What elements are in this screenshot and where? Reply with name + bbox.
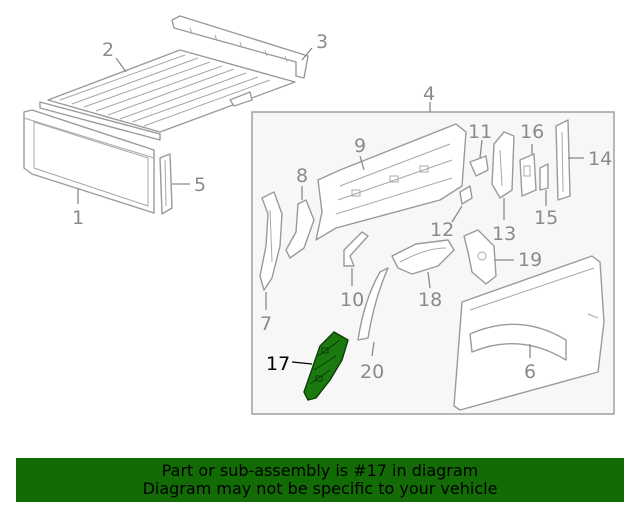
callout-1: 1 xyxy=(72,207,84,229)
front-sill-part xyxy=(171,15,309,79)
callout-7: 7 xyxy=(260,313,272,335)
banner-line-part-info: Part or sub-assembly is #17 in diagram xyxy=(161,461,479,480)
small-plate-part xyxy=(469,155,489,177)
callout-10: 10 xyxy=(340,289,364,311)
stake-bracket-part xyxy=(463,229,497,285)
bed-floor-part xyxy=(39,49,296,141)
info-banner: Part or sub-assembly is #17 in diagram D… xyxy=(16,458,624,502)
callout-4: 4 xyxy=(423,83,435,105)
wheelhouse-part xyxy=(391,239,455,275)
callout-18: 18 xyxy=(418,289,442,311)
leader-lines xyxy=(77,47,584,365)
banner-line-disclaimer: Diagram may not be specific to your vehi… xyxy=(142,479,498,498)
clip-part xyxy=(539,163,549,191)
callout-15: 15 xyxy=(534,207,558,229)
bracket-part xyxy=(343,231,369,267)
callout-19: 19 xyxy=(518,249,542,271)
outer-side-panel-part xyxy=(453,255,605,411)
pillar-part xyxy=(285,199,315,259)
callout-17: 17 xyxy=(266,353,290,375)
callout-20: 20 xyxy=(360,361,384,383)
callout-13: 13 xyxy=(492,223,516,245)
corner-strip-part xyxy=(159,153,173,215)
callout-2: 2 xyxy=(102,39,114,61)
front-corner-post-part xyxy=(259,191,283,291)
rear-post-inner-part xyxy=(491,131,515,199)
callout-12: 12 xyxy=(430,219,454,241)
parts-diagram: 1 2 3 4 5 6 7 8 9 10 11 12 13 14 15 16 1… xyxy=(23,15,615,415)
wheel-arch-part xyxy=(357,267,389,341)
highlighted-part-17[interactable] xyxy=(303,331,349,401)
callout-8: 8 xyxy=(296,165,308,187)
callout-3: 3 xyxy=(316,31,328,53)
small-block-part xyxy=(459,185,473,205)
rear-post-outer-part xyxy=(555,119,571,201)
callout-9: 9 xyxy=(354,135,366,157)
latch-bracket-part xyxy=(519,153,537,197)
callout-16: 16 xyxy=(520,121,544,143)
callout-14: 14 xyxy=(588,148,612,170)
front-panel-part xyxy=(23,109,155,214)
callout-11: 11 xyxy=(468,121,492,143)
callout-6: 6 xyxy=(524,361,536,383)
callout-5: 5 xyxy=(194,174,206,196)
inner-side-panel-part xyxy=(315,123,467,241)
